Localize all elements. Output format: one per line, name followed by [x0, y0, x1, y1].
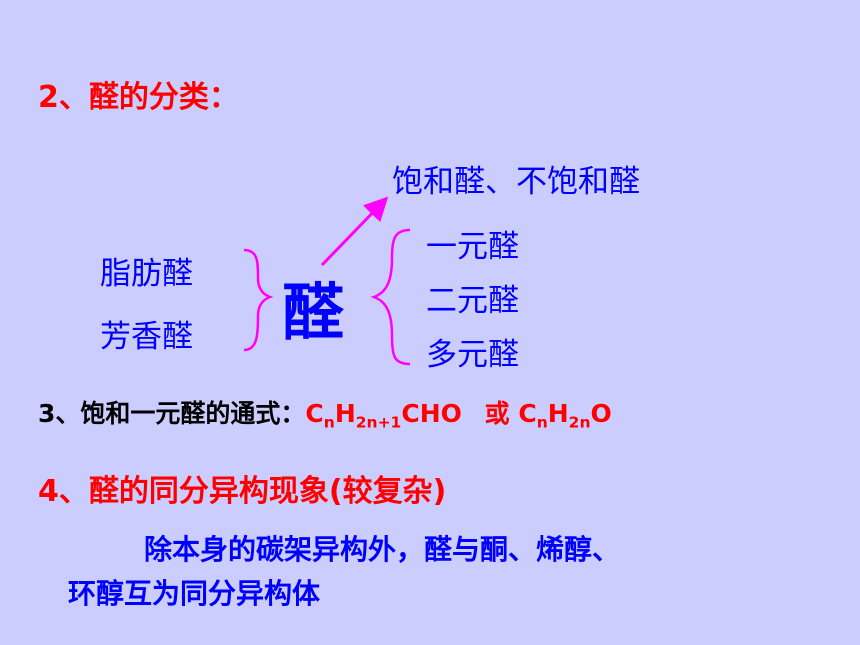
formula-general: CnH2n+1CHO: [305, 399, 462, 432]
right-item-mono: 一元醛: [426, 229, 519, 265]
section4-line2: 环醇互为同分异构体: [68, 577, 321, 610]
section2-heading: 2、醛的分类：: [38, 80, 239, 115]
right-item-poly: 多元醛: [426, 337, 519, 373]
or-word: 或: [484, 399, 510, 428]
arrow-icon: [320, 196, 389, 267]
left-item-aromatic: 芳香醛: [100, 319, 193, 355]
right-brace-icon: [370, 228, 411, 366]
section4-line1: 除本身的碳架异构外，醛与酮、烯醇、: [144, 533, 621, 566]
section3-label: 3、饱和一元醛的通式：: [38, 399, 306, 428]
section3-row: 3、饱和一元醛的通式：CnH2n+1CHO 或 CnH2nO: [38, 394, 612, 431]
right-item-di: 二元醛: [426, 283, 519, 319]
arrow-target-label: 饱和醛、不饱和醛: [392, 164, 640, 200]
left-brace-icon: [243, 248, 274, 352]
left-item-aliphatic: 脂肪醛: [100, 256, 193, 292]
formula-molecular: CnH2nO: [518, 399, 612, 432]
center-aldehyde: 醛: [282, 276, 345, 349]
section4-heading: 4、醛的同分异构现象(较复杂): [38, 474, 447, 509]
